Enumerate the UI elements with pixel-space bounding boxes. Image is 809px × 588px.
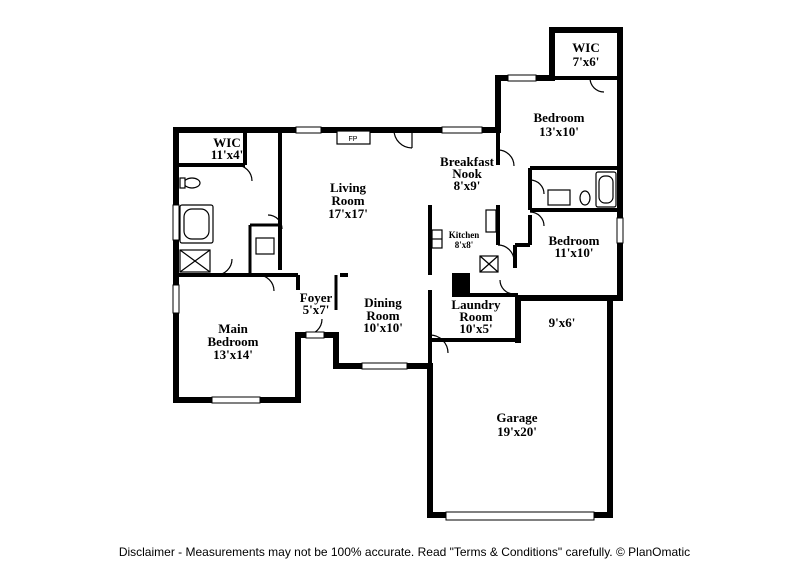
room-name-bedroom-e: Bedroom xyxy=(548,233,599,248)
room-dim-living: 17'x17' xyxy=(328,206,368,221)
room-name-laundry-1: Laundry xyxy=(451,297,501,312)
room-name-bedroom-ne: Bedroom xyxy=(533,110,584,125)
vanity-icon xyxy=(547,189,571,206)
windows xyxy=(172,74,624,521)
room-dim-nook: 8'x9' xyxy=(454,178,481,193)
fireplace-label: FP xyxy=(349,136,358,143)
room-dim-bedroom-e: 11'x10' xyxy=(554,245,593,260)
fireplace-icon xyxy=(336,130,371,145)
range-icon xyxy=(485,209,497,233)
disclaimer-text: Disclaimer - Measurements may not be 100… xyxy=(118,545,691,559)
toilet-icon xyxy=(183,177,201,189)
room-dim-main-bedroom: 13'x14' xyxy=(213,347,253,362)
room-labels: WIC 7'x6' Bedroom 13'x10' WIC 11'x4' Liv… xyxy=(207,40,599,439)
room-dim-wic-top: 7'x6' xyxy=(573,54,600,69)
doors xyxy=(215,77,605,354)
room-dim-wic-left: 11'x4' xyxy=(211,147,244,162)
room-name-dining-1: Dining xyxy=(364,295,402,310)
fixtures: FP xyxy=(179,130,617,273)
room-dim-bedroom-ne: 13'x10' xyxy=(539,124,579,139)
toilet-icon-east xyxy=(579,190,591,206)
closet-icon xyxy=(255,237,275,255)
room-name-kitchen: Kitchen xyxy=(449,230,480,240)
room-name-wic-top: WIC xyxy=(572,40,599,55)
room-name-living-1: Living xyxy=(330,180,367,195)
room-dim-foyer: 5'x7' xyxy=(303,302,330,317)
room-name-nook-1: Breakfast xyxy=(440,154,495,169)
room-name-main-bedroom-2: Bedroom xyxy=(207,334,258,349)
room-name-garage: Garage xyxy=(496,410,537,425)
room-dim-garage-ext: 9'x6' xyxy=(549,315,576,330)
room-dim-laundry: 10'x5' xyxy=(459,321,492,336)
room-dim-dining: 10'x10' xyxy=(363,320,403,335)
exterior-walls xyxy=(173,27,623,518)
room-name-living-2: Room xyxy=(331,193,364,208)
room-name-nook-2: Nook xyxy=(452,166,482,181)
room-name-wic-left: WIC xyxy=(213,135,240,150)
room-name-foyer: Foyer xyxy=(300,290,333,305)
room-name-laundry-2: Room xyxy=(459,309,492,324)
room-dim-garage: 19'x20' xyxy=(497,424,537,439)
room-dim-kitchen: 8'x8' xyxy=(455,240,474,250)
room-name-dining-2: Room xyxy=(366,308,399,323)
room-name-main-bedroom-1: Main xyxy=(218,321,248,336)
